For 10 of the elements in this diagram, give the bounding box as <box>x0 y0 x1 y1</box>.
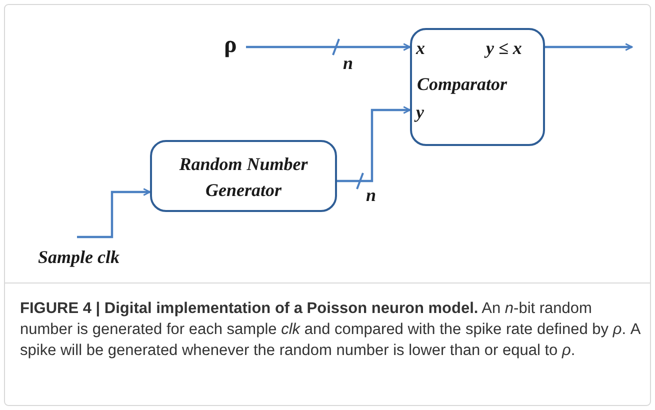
signal-label: Sample clk <box>38 247 120 267</box>
signal-label: ρ <box>224 35 237 55</box>
caption: FIGURE 4 | Digital implementation of a Poisson neuron model. An n-bit random number is generated for each sample clk and compared with the spike rate defined by ρ. A spike will be generated whenever the random number is lower than or equal to ρ. <box>20 299 642 361</box>
port-label: x <box>416 38 425 58</box>
block-box <box>150 140 337 212</box>
block-box <box>410 28 545 146</box>
block-label: Comparator <box>417 74 508 94</box>
block-label: Random Number Generator <box>178 153 309 202</box>
condition-label: y ≤ x <box>486 38 522 58</box>
port-label: y <box>416 102 424 122</box>
